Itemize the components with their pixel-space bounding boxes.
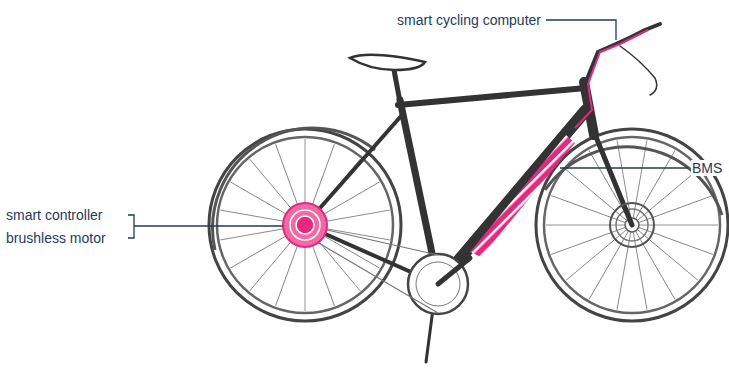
frame — [305, 70, 632, 362]
front-fender — [545, 147, 722, 215]
part-label: BMS — [691, 160, 723, 176]
cable-highlight — [575, 30, 648, 128]
brake-disc — [610, 203, 654, 247]
part-label: smart cycling computer — [396, 12, 542, 28]
hub-motor-highlight — [283, 203, 327, 247]
rear-wheel — [209, 129, 401, 321]
part-label: brushless motor — [5, 230, 107, 246]
chainring — [305, 225, 470, 314]
battery-highlight — [470, 135, 575, 257]
rear-fender — [213, 128, 375, 250]
saddle — [350, 55, 425, 70]
leader-lines — [128, 20, 688, 238]
part-label: smart controller — [5, 207, 103, 223]
front-wheel — [536, 129, 728, 321]
